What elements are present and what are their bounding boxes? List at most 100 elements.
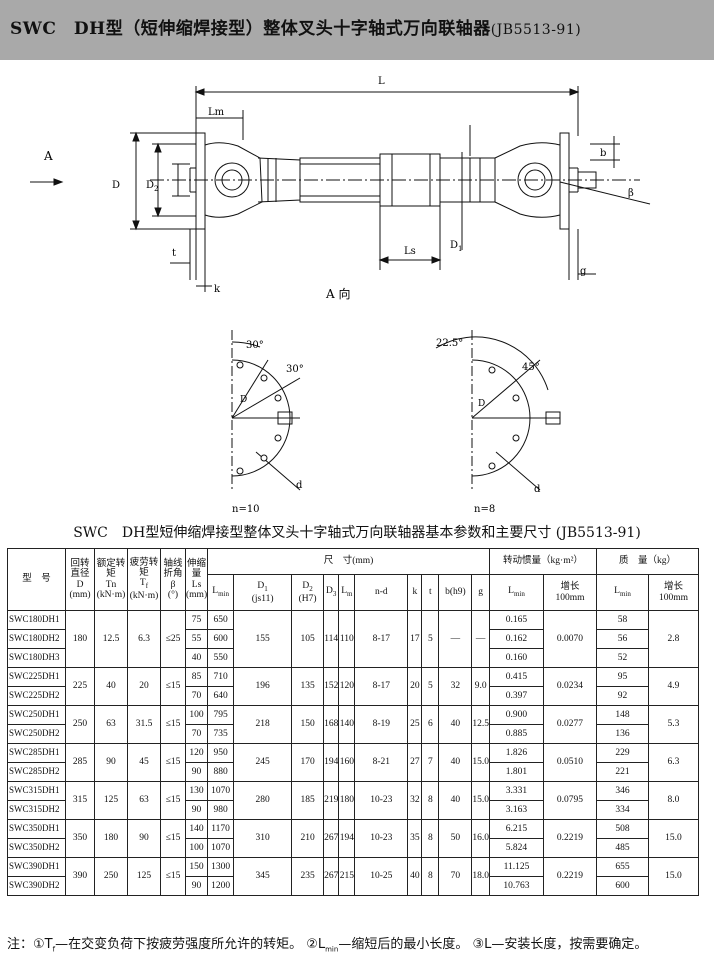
table-cell: 120	[184, 743, 209, 763]
table-cell: 0.160	[488, 648, 544, 668]
table-cell: 185	[291, 781, 325, 820]
table-cell: 40	[94, 667, 128, 706]
table-cell: 150	[291, 705, 325, 744]
table-cell: 152	[323, 667, 340, 706]
table-cell: 160	[338, 743, 356, 782]
table-cell: 0.2219	[542, 857, 597, 896]
table-cell: 710	[207, 667, 235, 687]
table-cell: 285	[65, 743, 95, 782]
table-cell: 8	[421, 819, 440, 858]
table-cell: 50	[438, 819, 473, 858]
table-cell: 18.0	[471, 857, 490, 896]
table-cell: 10.763	[488, 876, 544, 896]
table-cell: SWC180DH1	[7, 610, 66, 630]
table-cell: 40	[438, 781, 473, 820]
table-cell: 40	[184, 648, 209, 668]
table-cell: 600	[595, 876, 649, 896]
title-main: SWC DH型（短伸缩焊接型）整体叉头十字轴式万向联轴器	[10, 19, 491, 39]
table-cell: SWC390DH1	[7, 857, 66, 877]
table-cell: 8.0	[647, 781, 699, 820]
table-cell: —	[471, 610, 490, 668]
table-cell: 63	[94, 705, 128, 744]
table-cell: 150	[184, 857, 209, 877]
table-cell: 20	[407, 667, 423, 706]
table-cell: 390	[65, 857, 95, 896]
table-cell: 8-19	[354, 705, 409, 744]
table-cell: 130	[184, 781, 209, 801]
table-cell: 345	[233, 857, 293, 896]
table-cell: 250	[94, 857, 128, 896]
table-cell: SWC350DH2	[7, 838, 66, 858]
table-cell: 25	[407, 705, 423, 744]
label-Lm: Lm	[208, 107, 225, 118]
table-cell: 8-21	[354, 743, 409, 782]
table-cell: 4.9	[647, 667, 699, 706]
table-cell: 32	[407, 781, 423, 820]
table-cell: 950	[207, 743, 235, 763]
table-cell: 70	[184, 724, 209, 744]
table-cell: 0.0510	[542, 743, 597, 782]
hdr-D2: D2(H7)	[291, 574, 325, 611]
table-cell: 35	[407, 819, 423, 858]
table-cell: ≤15	[160, 781, 186, 820]
hdr-model: 型 号	[7, 548, 66, 611]
table-cell: 32	[438, 667, 473, 706]
table-cell: 880	[207, 762, 235, 782]
table-cell: 180	[65, 610, 95, 668]
table-cell: 12.5	[471, 705, 490, 744]
table-cell: 215	[338, 857, 356, 896]
table-cell: 0.900	[488, 705, 544, 725]
table-cell: 225	[65, 667, 95, 706]
hdr-mass-Lmin: Lmin	[595, 574, 649, 611]
table-cell: 90	[127, 819, 161, 858]
label-L: L	[378, 76, 385, 87]
label-d10: d	[296, 480, 303, 491]
table-cell: 9.0	[471, 667, 490, 706]
hdr-dim: 尺 寸(mm)	[207, 548, 490, 575]
table-cell: 3.331	[488, 781, 544, 801]
table-cell: 8-17	[354, 667, 409, 706]
table-cell: 8	[421, 857, 440, 896]
table-cell: 100	[184, 705, 209, 725]
table-cell: 31.5	[127, 705, 161, 744]
table-cell: SWC250DH2	[7, 724, 66, 744]
table-cell: 735	[207, 724, 235, 744]
table-cell: SWC250DH1	[7, 705, 66, 725]
table-cell: 980	[207, 800, 235, 820]
table-cell: 0.415	[488, 667, 544, 687]
table-cell: 180	[338, 781, 356, 820]
label-n10: n=10	[232, 504, 260, 515]
hdr-k: k	[407, 574, 423, 611]
table-cell: SWC315DH1	[7, 781, 66, 801]
table-cell: 350	[65, 819, 95, 858]
table-cell: 229	[595, 743, 649, 763]
label-D1-right: D	[478, 399, 485, 409]
table-cell: 40	[407, 857, 423, 896]
hdr-nd: n-d	[354, 574, 409, 611]
hdr-g: g	[471, 574, 490, 611]
table-cell: 75	[184, 610, 209, 630]
table-cell: 12.5	[94, 610, 128, 668]
table-cell: 310	[233, 819, 293, 858]
table-cell: 2.8	[647, 610, 699, 668]
table-cell: 0.2219	[542, 819, 597, 858]
table-cell: 90	[184, 800, 209, 820]
hdr-D3: D3	[323, 574, 340, 611]
table-cell: 136	[595, 724, 649, 744]
table-cell: 210	[291, 819, 325, 858]
table-cell: 315	[65, 781, 95, 820]
table-cell: 40	[438, 743, 473, 782]
label-30b: 30°	[286, 364, 304, 375]
table-cell: 56	[595, 629, 649, 649]
table-cell: 250	[65, 705, 95, 744]
table-cell: 245	[233, 743, 293, 782]
